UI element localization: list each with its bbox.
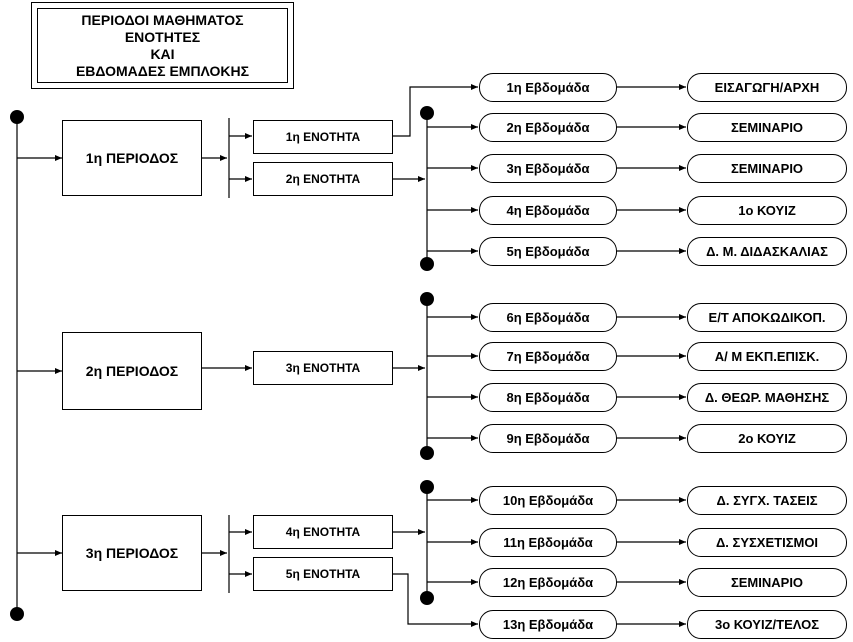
activity-6-pill: Ε/Τ ΑΠΟΚΩΔΙΚΟΠ.: [687, 303, 847, 332]
unit-2-box: 2η ΕΝΟΤΗΤΑ: [253, 162, 393, 196]
group-c-start-dot: [420, 480, 434, 494]
group-b-start-dot: [420, 292, 434, 306]
group-a-end-dot: [420, 257, 434, 271]
activity-10-pill: Δ. ΣΥΓΧ. ΤΑΣΕΙΣ: [687, 486, 847, 515]
activity-12-pill: ΣΕΜΙΝΑΡΙΟ: [687, 568, 847, 597]
week-10-pill: 10η Εβδομάδα: [479, 486, 617, 515]
week-1-pill: 1η Εβδομάδα: [479, 73, 617, 102]
title-line: ΚΑΙ: [150, 45, 175, 62]
week-3-pill: 3η Εβδομάδα: [479, 154, 617, 183]
group-b-end-dot: [420, 446, 434, 460]
diagram-title-box: ΠΕΡΙΟΔΟΙ ΜΑΘΗΜΑΤΟΣ ΕΝΟΤΗΤΕΣ ΚΑΙ ΕΒΔΟΜΑΔΕ…: [31, 2, 294, 89]
week-11-pill: 11η Εβδομάδα: [479, 528, 617, 557]
period-2-box: 2η ΠΕΡΙΟΔΟΣ: [62, 332, 202, 410]
activity-2-pill: ΣΕΜΙΝΑΡΙΟ: [687, 113, 847, 142]
activity-8-pill: Δ. ΘΕΩΡ. ΜΑΘΗΣΗΣ: [687, 383, 847, 412]
week-4-pill: 4η Εβδομάδα: [479, 196, 617, 225]
week-13-pill: 13η Εβδομάδα: [479, 610, 617, 639]
spine-start-dot: [10, 110, 24, 124]
group-a-start-dot: [420, 106, 434, 120]
unit-1-box: 1η ΕΝΟΤΗΤΑ: [253, 120, 393, 154]
unit-5-box: 5η ΕΝΟΤΗΤΑ: [253, 557, 393, 591]
week-8-pill: 8η Εβδομάδα: [479, 383, 617, 412]
week-2-pill: 2η Εβδομάδα: [479, 113, 617, 142]
week-7-pill: 7η Εβδομάδα: [479, 342, 617, 371]
activity-9-pill: 2ο ΚΟΥΙΖ: [687, 424, 847, 453]
activity-13-pill: 3ο ΚΟΥΙΖ/ΤΕΛΟΣ: [687, 610, 847, 639]
period-3-box: 3η ΠΕΡΙΟΔΟΣ: [62, 515, 202, 591]
title-line: ΕΒΔΟΜΑΔΕΣ ΕΜΠΛΟΚΗΣ: [75, 62, 250, 79]
title-line: ΠΕΡΙΟΔΟΙ ΜΑΘΗΜΑΤΟΣ: [81, 11, 244, 28]
week-9-pill: 9η Εβδομάδα: [479, 424, 617, 453]
activity-3-pill: ΣΕΜΙΝΑΡΙΟ: [687, 154, 847, 183]
unit-4-box: 4η ΕΝΟΤΗΤΑ: [253, 515, 393, 549]
group-c-end-dot: [420, 591, 434, 605]
diagram-title-inner: ΠΕΡΙΟΔΟΙ ΜΑΘΗΜΑΤΟΣ ΕΝΟΤΗΤΕΣ ΚΑΙ ΕΒΔΟΜΑΔΕ…: [37, 8, 288, 83]
activity-5-pill: Δ. Μ. ΔΙΔΑΣΚΑΛΙΑΣ: [687, 237, 847, 266]
activity-1-pill: ΕΙΣΑΓΩΓΗ/ΑΡΧΗ: [687, 73, 847, 102]
activity-4-pill: 1ο ΚΟΥΙΖ: [687, 196, 847, 225]
period-1-box: 1η ΠΕΡΙΟΔΟΣ: [62, 120, 202, 196]
activity-11-pill: Δ. ΣΥΣΧΕΤΙΣΜΟΙ: [687, 528, 847, 557]
activity-7-pill: Α/ Μ ΕΚΠ.ΕΠΙΣΚ.: [687, 342, 847, 371]
week-12-pill: 12η Εβδομάδα: [479, 568, 617, 597]
unit-3-box: 3η ΕΝΟΤΗΤΑ: [253, 351, 393, 385]
week-6-pill: 6η Εβδομάδα: [479, 303, 617, 332]
title-line: ΕΝΟΤΗΤΕΣ: [124, 28, 201, 45]
spine-end-dot: [10, 607, 24, 621]
week-5-pill: 5η Εβδομάδα: [479, 237, 617, 266]
